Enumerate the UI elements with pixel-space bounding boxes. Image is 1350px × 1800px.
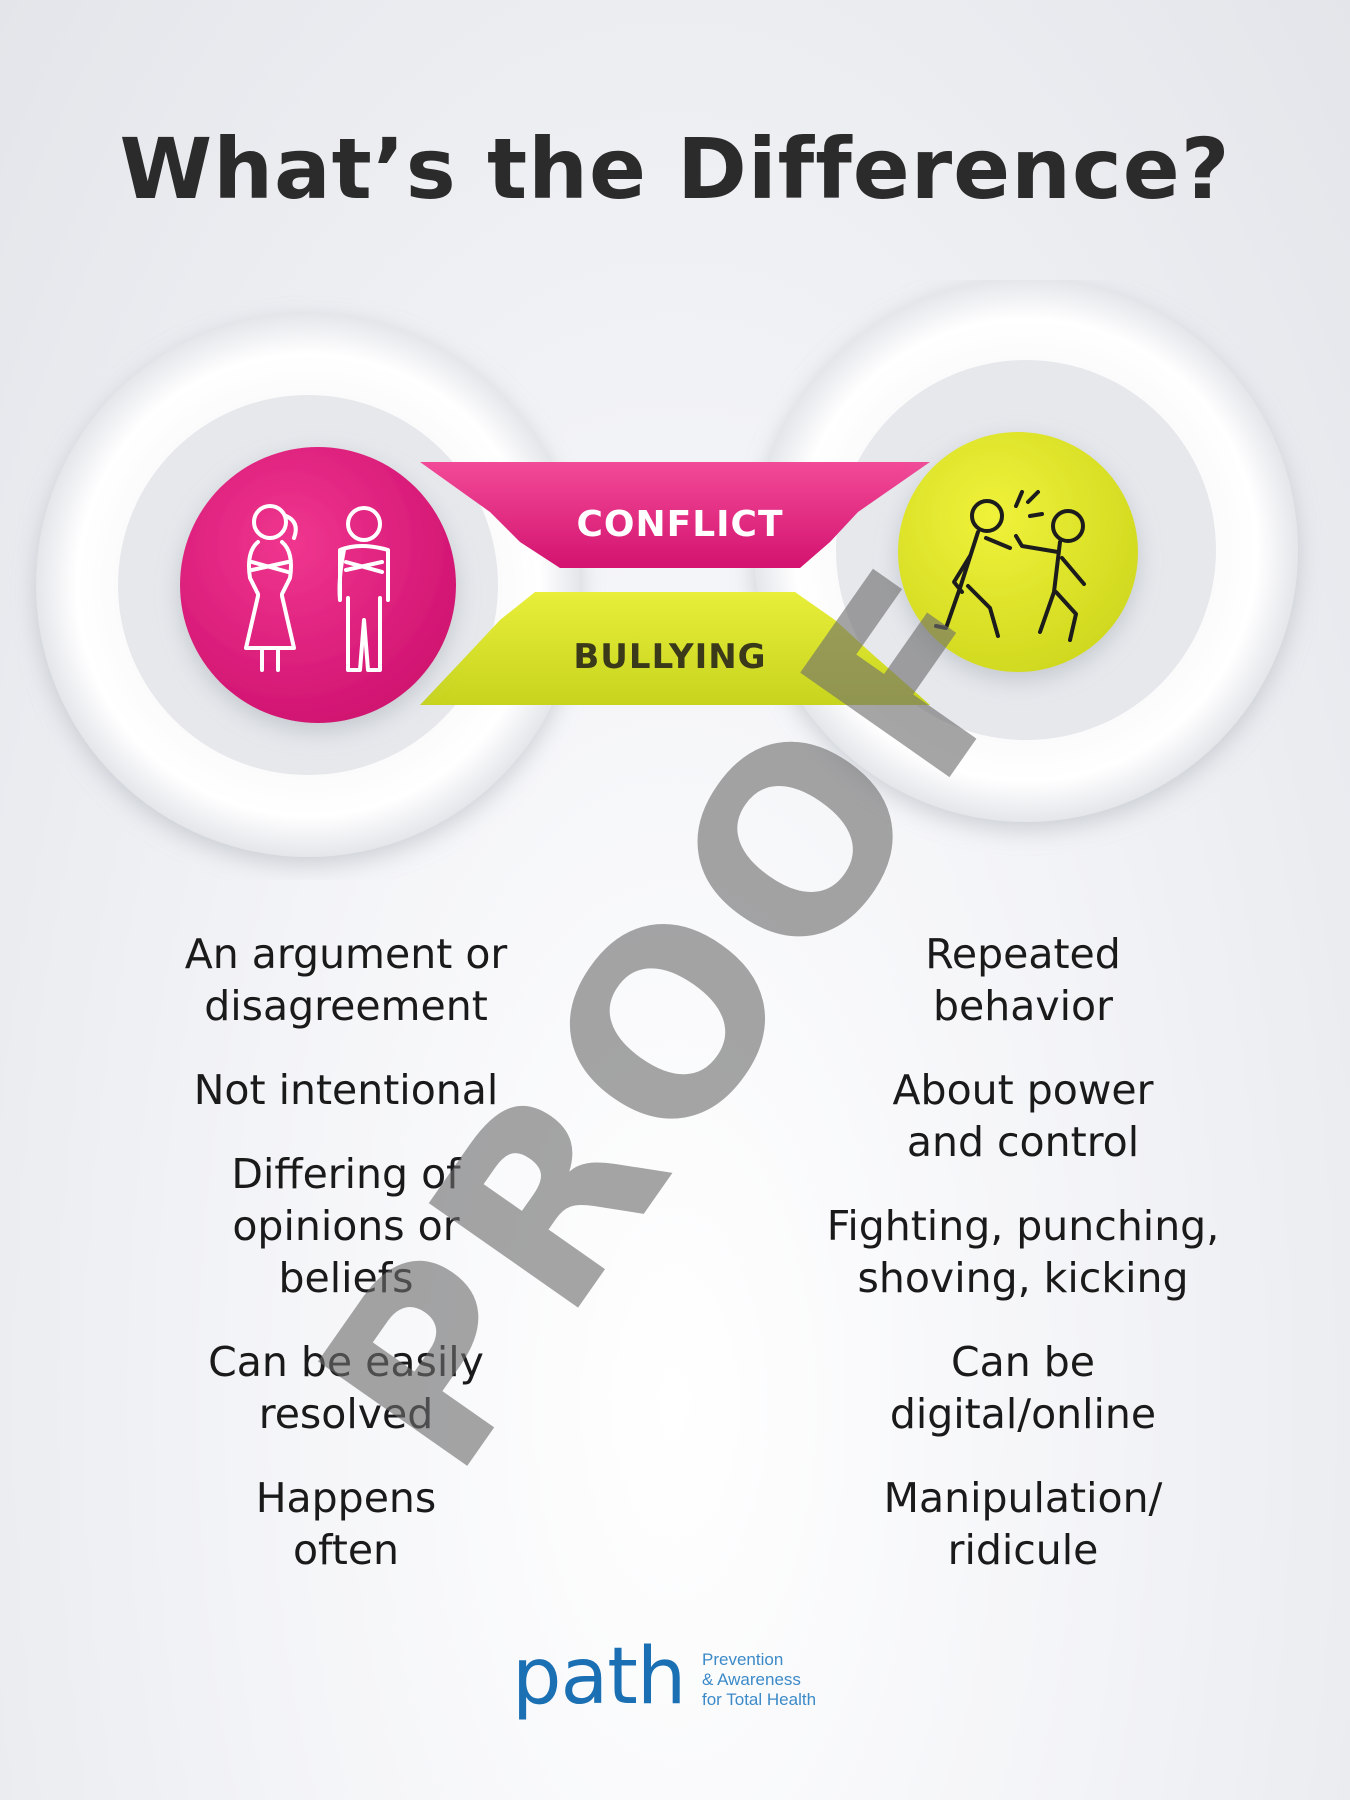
page-title: What’s the Difference? [119,120,1231,218]
bullying-item: About power and control [892,1066,1154,1166]
logo-wordmark: path [512,1632,686,1722]
bullying-item: Can be digital/online [889,1338,1157,1438]
bullying-item: Repeated behavior [925,930,1121,1030]
conflict-list: An argument or disagreement Not intentio… [66,928,626,1608]
logo-tagline-line: & Awareness [702,1670,801,1689]
logo-tagline-line: for Total Health [702,1690,817,1709]
conflict-item: An argument or disagreement [184,930,508,1030]
bullying-item: Manipulation/ ridicule [883,1474,1163,1574]
bullying-label: BULLYING [573,637,766,677]
conflict-item: Happens often [255,1474,437,1574]
bullying-band: BULLYING [420,592,930,705]
bullying-list: Repeated behavior About power and contro… [743,928,1303,1608]
comparison-graphic: CONFLICT BULLYING [36,280,1298,857]
logo-tagline: Prevention & Awareness for Total Health [702,1650,902,1710]
conflict-item: Differing of opinions or beliefs [231,1150,461,1302]
conflict-item: Not intentional [193,1066,499,1114]
bullying-item: Fighting, punching, shoving, kicking [826,1202,1220,1302]
conflict-item: Can be easily resolved [208,1338,484,1438]
conflict-label: CONFLICT [576,504,783,545]
logo-tagline-line: Prevention [702,1650,784,1669]
two-people-arms-crossed-icon [244,504,390,672]
bullying-circle [898,432,1138,672]
conflict-band: CONFLICT [420,462,930,568]
people-fighting-icon [934,490,1086,642]
conflict-circle [180,447,456,723]
